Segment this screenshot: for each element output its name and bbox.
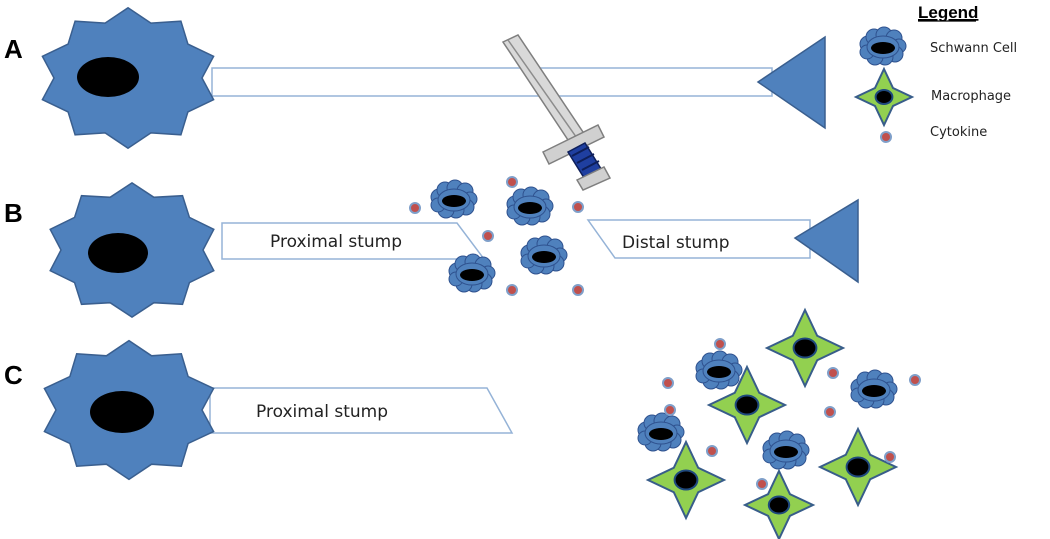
panel-b-schwann-cells bbox=[430, 179, 568, 293]
cytokine-icon bbox=[884, 451, 896, 463]
cytokine-icon bbox=[756, 478, 768, 490]
panel-c-nucleus bbox=[90, 391, 154, 433]
panel-b-distal-label: Distal stump bbox=[622, 233, 730, 253]
panel-a-label: A bbox=[4, 34, 23, 64]
panel-c-cytokines bbox=[662, 338, 921, 490]
schwann-nucleus bbox=[532, 251, 556, 263]
panel-b-nucleus bbox=[88, 233, 148, 273]
panel-c-label: C bbox=[4, 360, 23, 390]
legend-label-macrophage: Macrophage bbox=[931, 89, 1011, 104]
cytokine-icon bbox=[506, 284, 518, 296]
macrophage-nucleus bbox=[792, 337, 818, 359]
cytokine-icon bbox=[827, 367, 839, 379]
legend-label-cytokine: Cytokine bbox=[930, 125, 987, 140]
panel-b-distal-stump bbox=[586, 219, 811, 259]
sword-icon bbox=[501, 34, 612, 191]
legend-title: Legend bbox=[918, 3, 978, 22]
schwann-nucleus bbox=[707, 366, 731, 378]
cytokine-icon bbox=[824, 406, 836, 418]
cytokine-icon bbox=[664, 404, 676, 416]
cytokine-icon bbox=[909, 374, 921, 386]
cytokine-icon bbox=[482, 230, 494, 242]
schwann-nucleus bbox=[649, 428, 673, 440]
schwann-nucleus bbox=[774, 446, 798, 458]
schwann-nucleus bbox=[862, 385, 886, 397]
panel-a-axon-terminal bbox=[756, 35, 826, 130]
macrophage-nucleus bbox=[767, 495, 791, 515]
panel-a-axon bbox=[211, 67, 773, 97]
panel-c-schwann-cells bbox=[637, 350, 898, 470]
panel-a-nucleus bbox=[77, 57, 139, 97]
schwann-nucleus bbox=[442, 195, 466, 207]
cytokine-icon bbox=[572, 284, 584, 296]
cytokine-icon bbox=[706, 445, 718, 457]
cytokine-icon bbox=[506, 176, 518, 188]
panel-b-cytokines bbox=[409, 176, 584, 296]
cytokine-icon bbox=[880, 131, 892, 143]
macrophage-nucleus bbox=[845, 456, 871, 478]
panel-b-label: B bbox=[4, 198, 23, 228]
legend: Legend Schwann Cell Macrophage Cytokine bbox=[853, 3, 1017, 143]
cytokine-icon bbox=[572, 201, 584, 213]
macrophage-nucleus bbox=[734, 394, 760, 416]
panel-b-axon-terminal bbox=[793, 198, 859, 284]
panel-c-proximal-label: Proximal stump bbox=[256, 402, 388, 422]
macrophage-nucleus bbox=[874, 89, 894, 105]
panel-c-macrophages bbox=[645, 307, 899, 539]
schwann-nucleus bbox=[518, 202, 542, 214]
macrophage-nucleus bbox=[673, 469, 699, 491]
schwann-nucleus bbox=[871, 42, 895, 54]
cytokine-icon bbox=[409, 202, 421, 214]
panel-b-proximal-label: Proximal stump bbox=[270, 232, 402, 252]
panel-c-proximal-stump bbox=[209, 387, 514, 434]
cytokine-icon bbox=[714, 338, 726, 350]
cytokine-icon bbox=[662, 377, 674, 389]
schwann-nucleus bbox=[460, 269, 484, 281]
legend-label-schwann-cell: Schwann Cell bbox=[930, 41, 1017, 56]
